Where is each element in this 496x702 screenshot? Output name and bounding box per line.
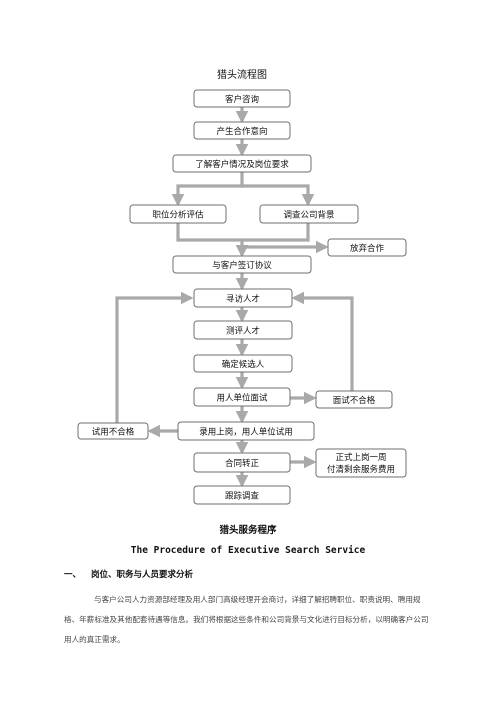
flowchart-title: 猎头流程图 (217, 68, 267, 81)
node-consult-label: 客户咨询 (225, 94, 259, 105)
node-trial-fail: 试用不合格 (77, 422, 149, 440)
node-analysis-label: 职位分析评估 (152, 210, 204, 221)
section-1-number: 一、 (64, 570, 82, 580)
arrow-understand-to-analysis (171, 172, 244, 207)
node-interview: 用人单位面试 (193, 387, 291, 407)
loop-interview-fail-to-search (291, 291, 354, 391)
node-understand-label: 了解客户情况及岗位要求 (195, 159, 289, 170)
recruitment-flowchart: 猎头流程图 客户咨询 产生合作意向 了解客户情况及岗位要求 职位分析 (77, 68, 407, 505)
document-title: 猎头服务程序 (219, 525, 277, 536)
arrow-understand-to-survey (242, 184, 315, 207)
node-search-label: 寻访人才 (226, 294, 260, 305)
connectors (115, 107, 354, 488)
node-intent: 产生合作意向 (193, 121, 291, 140)
node-contract: 合同转正 (193, 452, 291, 473)
node-shortlist: 确定候选人 (193, 354, 293, 373)
section-1-heading: 一、岗位、职务与人员要求分析 (64, 568, 193, 580)
section-1-body: 与客户公司人力资源部经理及用人部门高级经理开会商讨，详细了解招聘职位、职责说明、… (64, 595, 429, 644)
node-trial-fail-label: 试用不合格 (92, 427, 135, 438)
node-sign-label: 与客户签订协议 (212, 260, 272, 271)
node-contract-label: 合同转正 (225, 458, 260, 469)
node-evaluate-label: 测评人才 (226, 326, 260, 337)
node-shortlist-label: 确定候选人 (222, 359, 265, 370)
node-payment-label-line2: 付清剩余服务费用 (327, 464, 395, 475)
node-payment: 正式上岗一周 付清剩余服务费用 (315, 448, 407, 478)
node-understand: 了解客户情况及岗位要求 (172, 154, 312, 173)
node-payment-label-line1: 正式上岗一周 (335, 452, 386, 463)
node-survey-label: 调查公司背景 (283, 210, 334, 221)
section-1-title: 岗位、职务与人员要求分析 (91, 570, 194, 580)
node-search: 寻访人才 (193, 288, 293, 308)
node-abandon: 放弃合作 (327, 238, 407, 257)
node-interview-fail: 面试不合格 (315, 390, 393, 409)
node-sign: 与客户签订协议 (172, 255, 312, 274)
node-hire-label: 录用上岗，用人单位试用 (199, 427, 293, 438)
node-consult: 客户咨询 (193, 89, 291, 108)
node-hire: 录用上岗，用人单位试用 (177, 421, 315, 441)
node-survey: 调查公司背景 (259, 204, 359, 224)
node-followup-label: 跟踪调查 (225, 491, 260, 502)
node-evaluate: 测评人才 (193, 320, 293, 340)
loop-trial-fail-to-search (115, 291, 194, 423)
node-interview-fail-label: 面试不合格 (333, 395, 376, 406)
document-subtitle: The Procedure of Executive Search Servic… (130, 545, 366, 556)
merge-analysis-survey (176, 223, 310, 242)
node-intent-label: 产生合作意向 (216, 126, 267, 137)
node-abandon-label: 放弃合作 (350, 243, 385, 254)
node-analysis: 职位分析评估 (129, 204, 227, 224)
node-interview-label: 用人单位面试 (216, 393, 268, 404)
node-followup: 跟踪调查 (193, 485, 291, 505)
